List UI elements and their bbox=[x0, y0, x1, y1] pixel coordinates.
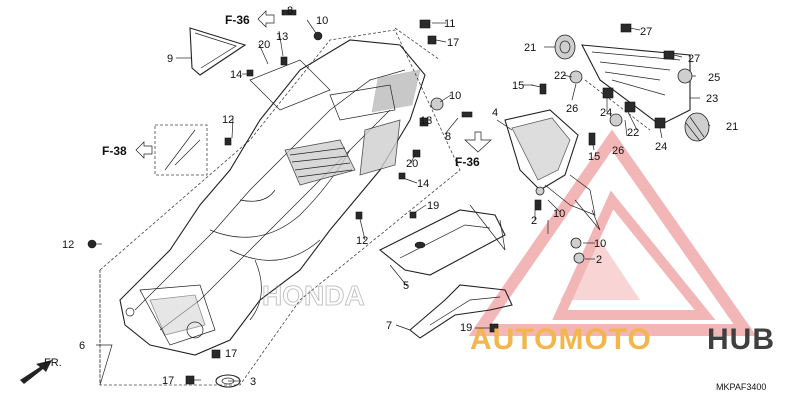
part-9-bracket bbox=[189, 27, 247, 76]
part-4-rear-section bbox=[504, 109, 601, 231]
callout-15-top: 15 bbox=[512, 80, 524, 92]
callout-24-left: 24 bbox=[600, 107, 612, 119]
callout-3: 3 bbox=[250, 376, 256, 388]
callout-27-top: 27 bbox=[640, 26, 652, 38]
watermark-logo bbox=[468, 129, 757, 336]
callout-10-mid: 10 bbox=[449, 90, 461, 102]
callout-10-lower: 10 bbox=[553, 208, 565, 220]
watermark-brand-part1: AUTOMOTO bbox=[470, 323, 652, 356]
watermark-text: AUTOMOTO HUB bbox=[470, 323, 775, 356]
callout-9: 9 bbox=[167, 53, 173, 65]
callout-22-right: 22 bbox=[627, 127, 639, 139]
callout-20-mid: 20 bbox=[406, 158, 418, 170]
callout-4: 4 bbox=[492, 107, 498, 119]
callout-10-right: 10 bbox=[594, 238, 606, 250]
callout-22-top: 22 bbox=[554, 70, 566, 82]
ref-label-f36-middle: F-36 bbox=[455, 155, 480, 169]
callout-2-right: 2 bbox=[596, 254, 602, 266]
callout-17-bottom: 17 bbox=[162, 375, 174, 387]
part-5-license-bracket bbox=[378, 204, 506, 276]
leader-lines bbox=[90, 19, 711, 386]
callout-19-upper: 19 bbox=[427, 200, 439, 212]
callout-20-left: 20 bbox=[258, 39, 270, 51]
callout-12-upper: 12 bbox=[222, 114, 234, 126]
part-7-lower-bracket bbox=[409, 284, 513, 339]
callout-14-mid: 14 bbox=[417, 178, 429, 190]
callout-13-left: 13 bbox=[276, 31, 288, 43]
rear-fender-main: HONDA bbox=[119, 39, 426, 356]
callout-14-left: 14 bbox=[230, 69, 242, 81]
callout-26-left: 26 bbox=[566, 103, 578, 115]
diagram-code: MKPAF3400 bbox=[716, 382, 766, 392]
callout-5: 5 bbox=[403, 280, 409, 292]
callout-8-top: 8 bbox=[287, 5, 293, 17]
callout-8-mid: 8 bbox=[445, 131, 451, 143]
hardware bbox=[87, 9, 693, 385]
callout-21-top: 21 bbox=[524, 42, 536, 54]
ref-label-f38: F-38 bbox=[102, 144, 127, 158]
ref-label-f36-top: F-36 bbox=[225, 13, 250, 27]
callout-12-mid: 12 bbox=[356, 235, 368, 247]
callout-15-mid: 15 bbox=[588, 151, 600, 163]
callout-21-right: 21 bbox=[726, 121, 738, 133]
part-21-reflector-top bbox=[554, 34, 576, 60]
callout-2-left: 2 bbox=[531, 215, 537, 227]
callout-12-left: 12 bbox=[62, 239, 74, 251]
front-label: FR. bbox=[44, 357, 62, 369]
callout-17-top: 17 bbox=[447, 37, 459, 49]
ref-arrow-f36-top: F-36 bbox=[225, 10, 275, 28]
callout-27-right: 27 bbox=[688, 53, 700, 65]
callout-26-right: 26 bbox=[612, 145, 624, 157]
front-direction-arrow: FR. bbox=[20, 357, 62, 384]
callout-24-right: 24 bbox=[655, 141, 667, 153]
callouts: 9 8 10 13 20 14 12 12 11 17 10 13 8 20 1… bbox=[62, 5, 738, 388]
callout-7: 7 bbox=[386, 320, 392, 332]
callout-13-mid: 13 bbox=[420, 115, 432, 127]
ref-arrow-f38: F-38 bbox=[102, 141, 153, 159]
callout-19-lower: 19 bbox=[460, 322, 472, 334]
part-21-reflector-right bbox=[684, 112, 710, 142]
ref-box-f38 bbox=[154, 124, 208, 176]
svg-text:HONDA: HONDA bbox=[262, 280, 365, 311]
callout-25: 25 bbox=[708, 72, 720, 84]
callout-11: 11 bbox=[444, 18, 455, 30]
watermark-brand-part2: HUB bbox=[707, 323, 775, 356]
callout-17-mid: 17 bbox=[225, 348, 237, 360]
callout-23: 23 bbox=[706, 93, 718, 105]
ref-arrow-f36-middle: F-36 bbox=[455, 131, 492, 169]
callout-6: 6 bbox=[79, 340, 85, 352]
callout-10-top: 10 bbox=[316, 15, 328, 27]
